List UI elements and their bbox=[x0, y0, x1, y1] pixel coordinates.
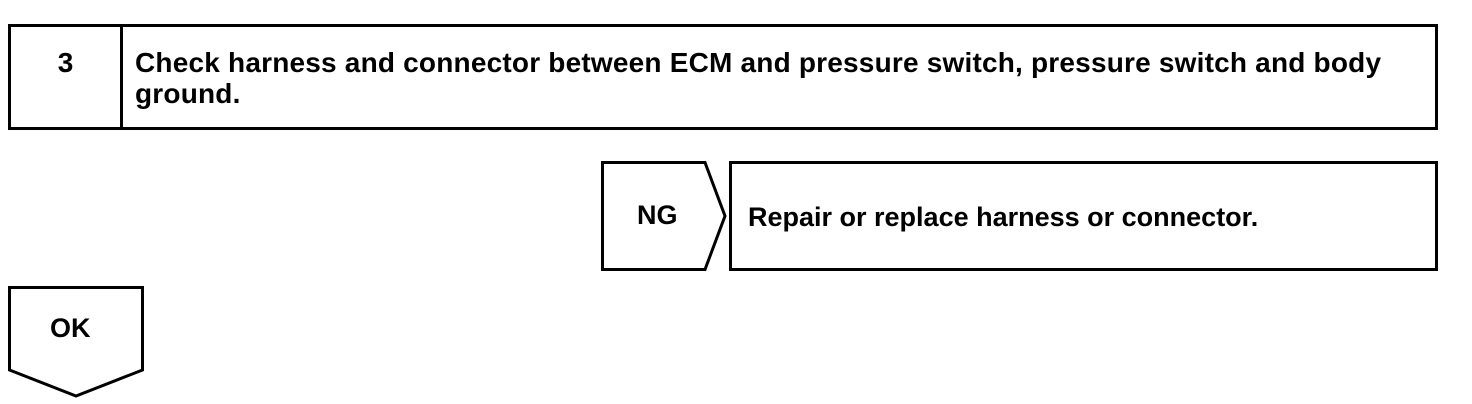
ng-arrow-shape bbox=[601, 161, 727, 271]
ng-branch-arrow: NG bbox=[601, 161, 727, 271]
ok-label: OK bbox=[50, 313, 91, 343]
ng-label: NG bbox=[637, 200, 678, 230]
step-box: 3 Check harness and connector between EC… bbox=[8, 24, 1438, 130]
step-number: 3 bbox=[11, 27, 123, 127]
ng-action-box: Repair or replace harness or connector. bbox=[729, 161, 1438, 271]
step-title: Check harness and connector between ECM … bbox=[135, 47, 1382, 109]
ok-arrow-shape bbox=[8, 286, 144, 398]
ok-branch-arrow: OK bbox=[8, 286, 144, 400]
